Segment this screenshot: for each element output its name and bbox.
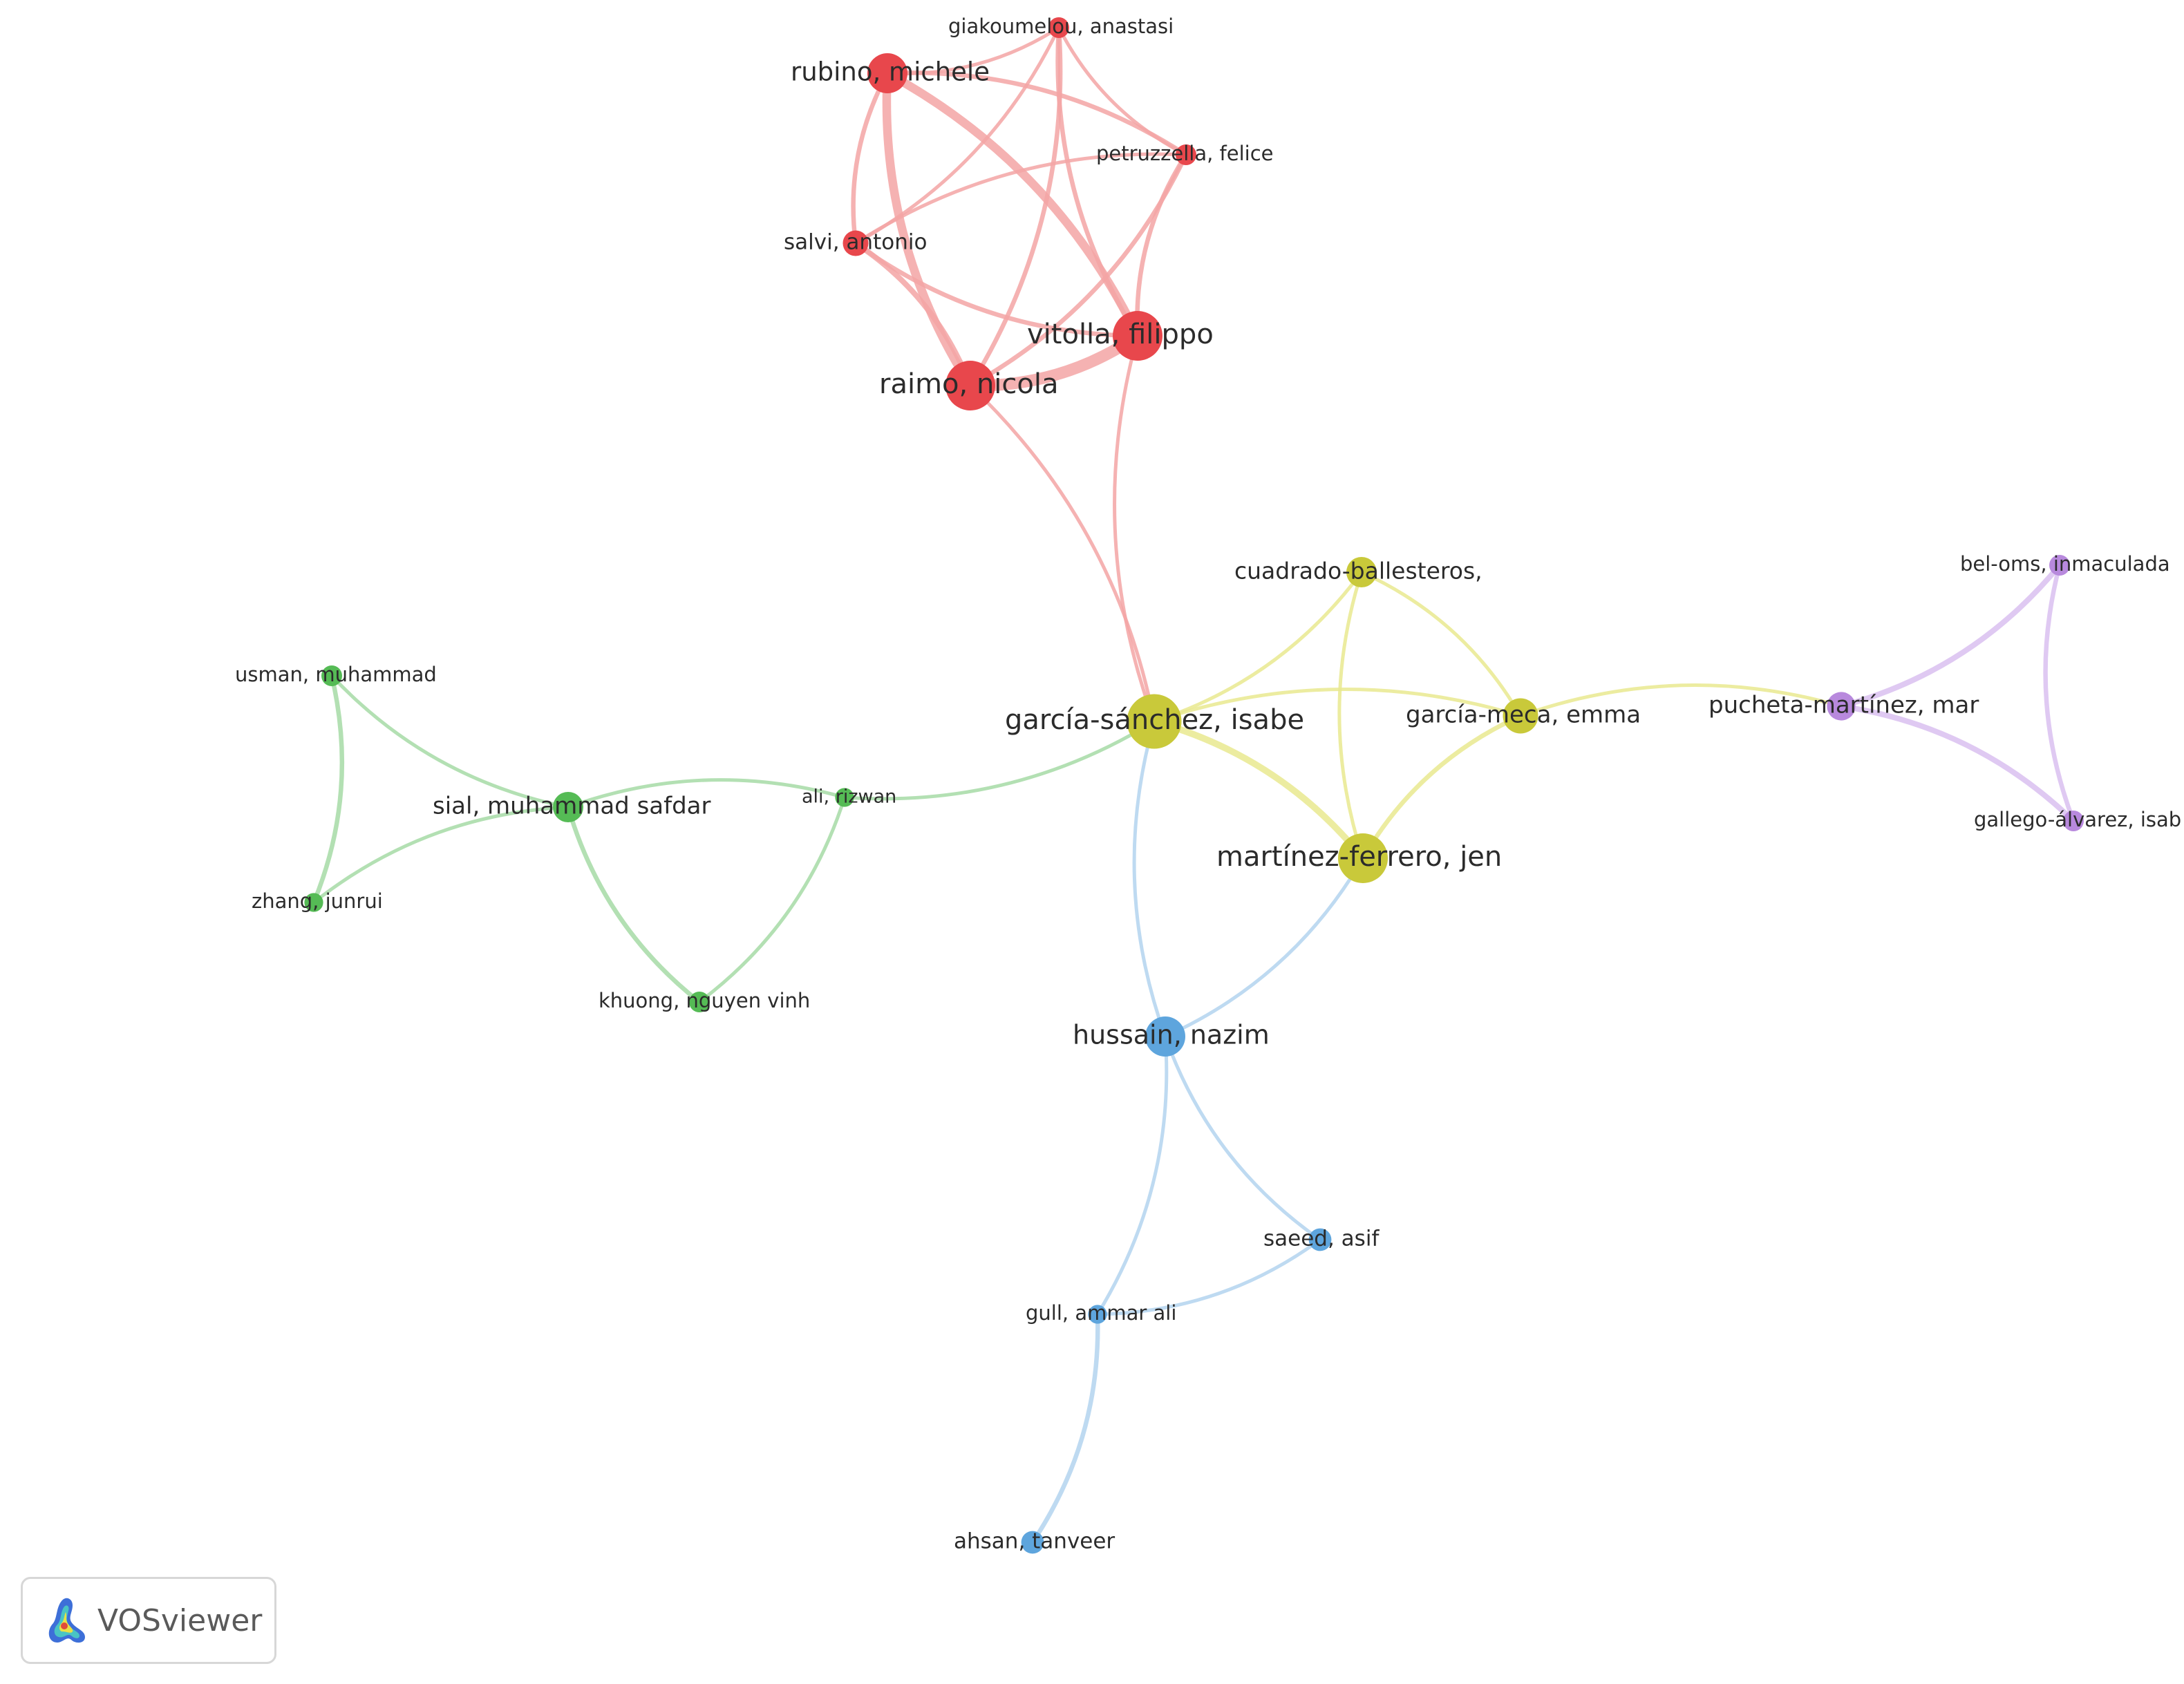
edge-salvi-vitolla (853, 240, 1140, 339)
node-giakoumelou[interactable] (1048, 17, 1069, 38)
node-label-martinez-ferrero[interactable]: martínez-ferrero, jen (1216, 841, 1502, 873)
node-label-salvi[interactable]: salvi, antonio (784, 230, 927, 255)
edge-sial-usman (330, 674, 570, 809)
node-label-ali[interactable]: ali, rizwan (802, 786, 896, 808)
vosviewer-logo-icon (48, 1598, 85, 1643)
node-label-zhang[interactable]: zhang, junrui (252, 889, 383, 913)
node-raimo[interactable] (945, 361, 995, 410)
nodes-layer (304, 17, 2084, 1554)
node-label-ahsan[interactable]: ahsan, tanveer (954, 1529, 1115, 1554)
edge-sial-zhang (312, 805, 570, 905)
node-pucheta[interactable] (1827, 692, 1856, 721)
node-martinez-ferrero[interactable] (1338, 833, 1388, 883)
node-label-giakoumelou[interactable]: giakoumelou, anastasi (948, 15, 1174, 38)
vosviewer-logo[interactable]: VOSviewer (21, 1577, 276, 1664)
edge-salvi-rubino (851, 70, 890, 246)
edge-garcia-sanchez-martinez-ferrero (1151, 718, 1366, 862)
node-label-sial[interactable]: sial, muhammad safdar (433, 793, 711, 820)
node-gull[interactable] (1088, 1305, 1107, 1324)
node-garcia-sanchez[interactable] (1127, 694, 1182, 749)
node-usman[interactable] (321, 665, 342, 686)
edge-usman-zhang (311, 673, 345, 905)
edges-layer (311, 25, 2076, 1545)
node-hussain[interactable] (1145, 1016, 1185, 1057)
node-label-raimo[interactable]: raimo, nicola (879, 368, 1059, 400)
node-label-rubino[interactable]: rubino, michele (791, 57, 990, 87)
edge-pucheta-gallego (1838, 703, 2076, 824)
edge-gull-saeed (1095, 1238, 1322, 1316)
node-rubino[interactable] (867, 53, 907, 93)
edge-hussain-gull (1095, 1034, 1169, 1316)
edge-giakoumelou-vitolla (1055, 25, 1140, 339)
edge-martinez-ferrero-hussain (1163, 856, 1365, 1039)
node-label-gull[interactable]: gull, ammar ali (1026, 1301, 1176, 1325)
edge-pucheta-bel-oms (1838, 562, 2062, 709)
edge-garcia-sanchez-hussain (1132, 719, 1167, 1039)
edge-salvi-petruzzella (854, 152, 1188, 245)
node-label-garcia-meca[interactable]: garcía-meca, emma (1406, 701, 1641, 729)
edge-raimo-garcia-sanchez (968, 384, 1156, 723)
edge-rubino-raimo (882, 68, 975, 390)
node-label-hussain[interactable]: hussain, nazim (1073, 1020, 1270, 1050)
node-label-vitolla[interactable]: vitolla, filippo (1027, 319, 1214, 350)
node-gallego[interactable] (2063, 811, 2084, 831)
node-cuadrado[interactable] (1346, 557, 1377, 587)
edge-garcia-sanchez-ali (842, 719, 1156, 801)
edge-gull-ahsan (1030, 1312, 1100, 1545)
node-label-petruzzella[interactable]: petruzzella, felice (1096, 142, 1273, 165)
node-label-usman[interactable]: usman, muhammad (235, 663, 437, 686)
node-label-saeed[interactable]: saeed, asif (1263, 1227, 1380, 1251)
vosviewer-logo-label: VOSviewer (97, 1602, 263, 1638)
node-zhang[interactable] (304, 893, 323, 912)
node-ahsan[interactable] (1021, 1531, 1044, 1554)
edge-garcia-meca-martinez-ferrero (1360, 713, 1523, 861)
node-label-cuadrado[interactable]: cuadrado-ballesteros, (1234, 558, 1482, 585)
node-label-khuong[interactable]: khuong, nguyen vinh (599, 989, 810, 1012)
edge-cuadrado-martinez-ferrero (1337, 570, 1365, 860)
node-label-bel-oms[interactable]: bel-oms, inmaculada (1960, 552, 2170, 576)
edge-ali-sial (566, 778, 847, 809)
node-ali[interactable] (835, 788, 854, 807)
node-petruzzella[interactable] (1176, 144, 1196, 165)
edge-cuadrado-garcia-meca (1359, 570, 1523, 718)
edge-vitolla-garcia-sanchez (1113, 334, 1156, 723)
edge-garcia-sanchez-garcia-meca (1152, 688, 1523, 723)
edge-garcia-sanchez-cuadrado (1152, 570, 1364, 723)
edge-bel-oms-gallego (2043, 562, 2076, 824)
node-label-garcia-sanchez[interactable]: garcía-sánchez, isabe (1005, 704, 1304, 736)
node-salvi[interactable] (842, 230, 869, 256)
node-khuong[interactable] (689, 992, 710, 1012)
edge-giakoumelou-petruzzella (1057, 26, 1188, 157)
node-sial[interactable] (553, 792, 583, 822)
node-bel-oms[interactable] (2049, 555, 2070, 576)
edge-sial-khuong (565, 804, 702, 1005)
edge-garcia-meca-pucheta (1518, 683, 1843, 718)
edge-hussain-saeed (1163, 1034, 1322, 1242)
node-label-gallego[interactable]: gallego-álvarez, isab (1974, 808, 2181, 831)
edge-petruzzella-vitolla (1135, 152, 1189, 339)
edge-ali-khuong (697, 795, 847, 1004)
labels-layer: giakoumelou, anastasi rubino, michele petr… (235, 15, 2181, 1554)
node-vitolla[interactable] (1113, 311, 1162, 361)
node-garcia-meca[interactable] (1503, 698, 1538, 734)
node-saeed[interactable] (1308, 1228, 1332, 1251)
node-label-pucheta[interactable]: pucheta-martínez, mar (1708, 692, 1979, 719)
